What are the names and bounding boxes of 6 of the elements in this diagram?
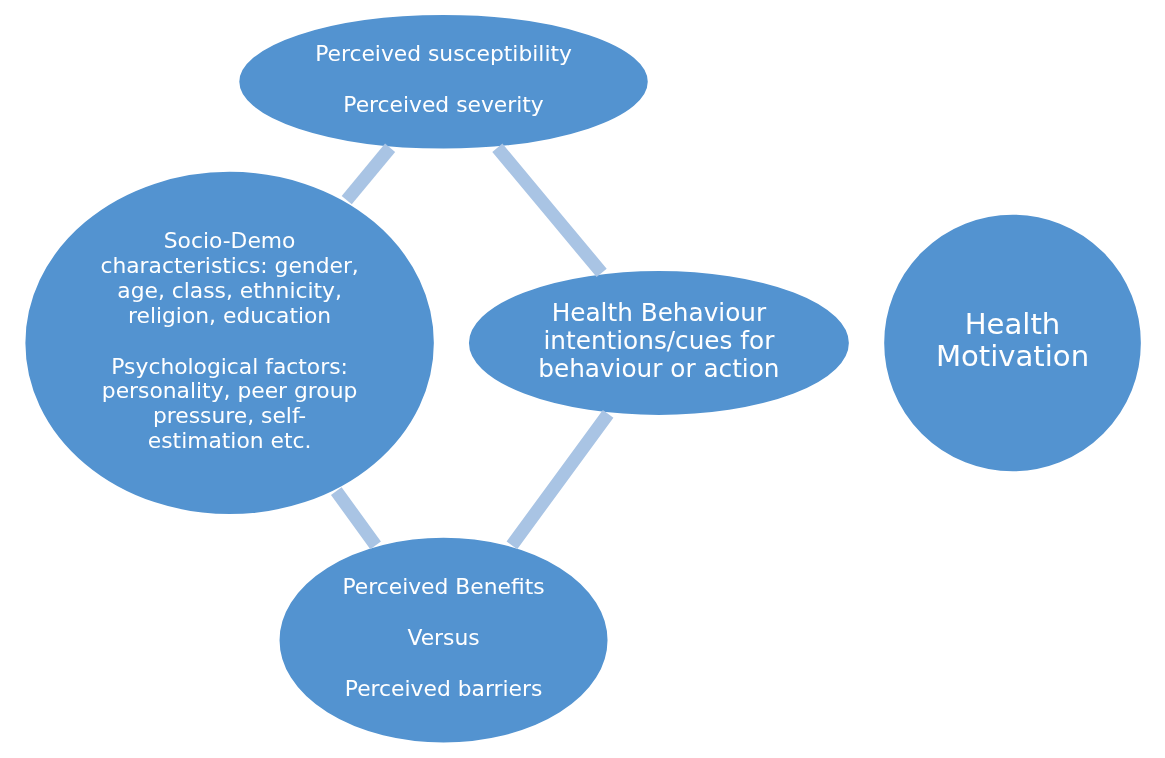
connector <box>491 143 607 278</box>
connector <box>341 143 395 205</box>
node-ellipse: Socio-Demo characteristics: gender, age, class, ethnicity, religion, education Psychological factors: personality, peer group pressure, self-estimation etc. <box>22 168 437 517</box>
connector <box>506 409 613 550</box>
node-ellipse: Perceived Benefits Versus Perceived barriers <box>276 534 610 746</box>
connector <box>330 487 381 550</box>
